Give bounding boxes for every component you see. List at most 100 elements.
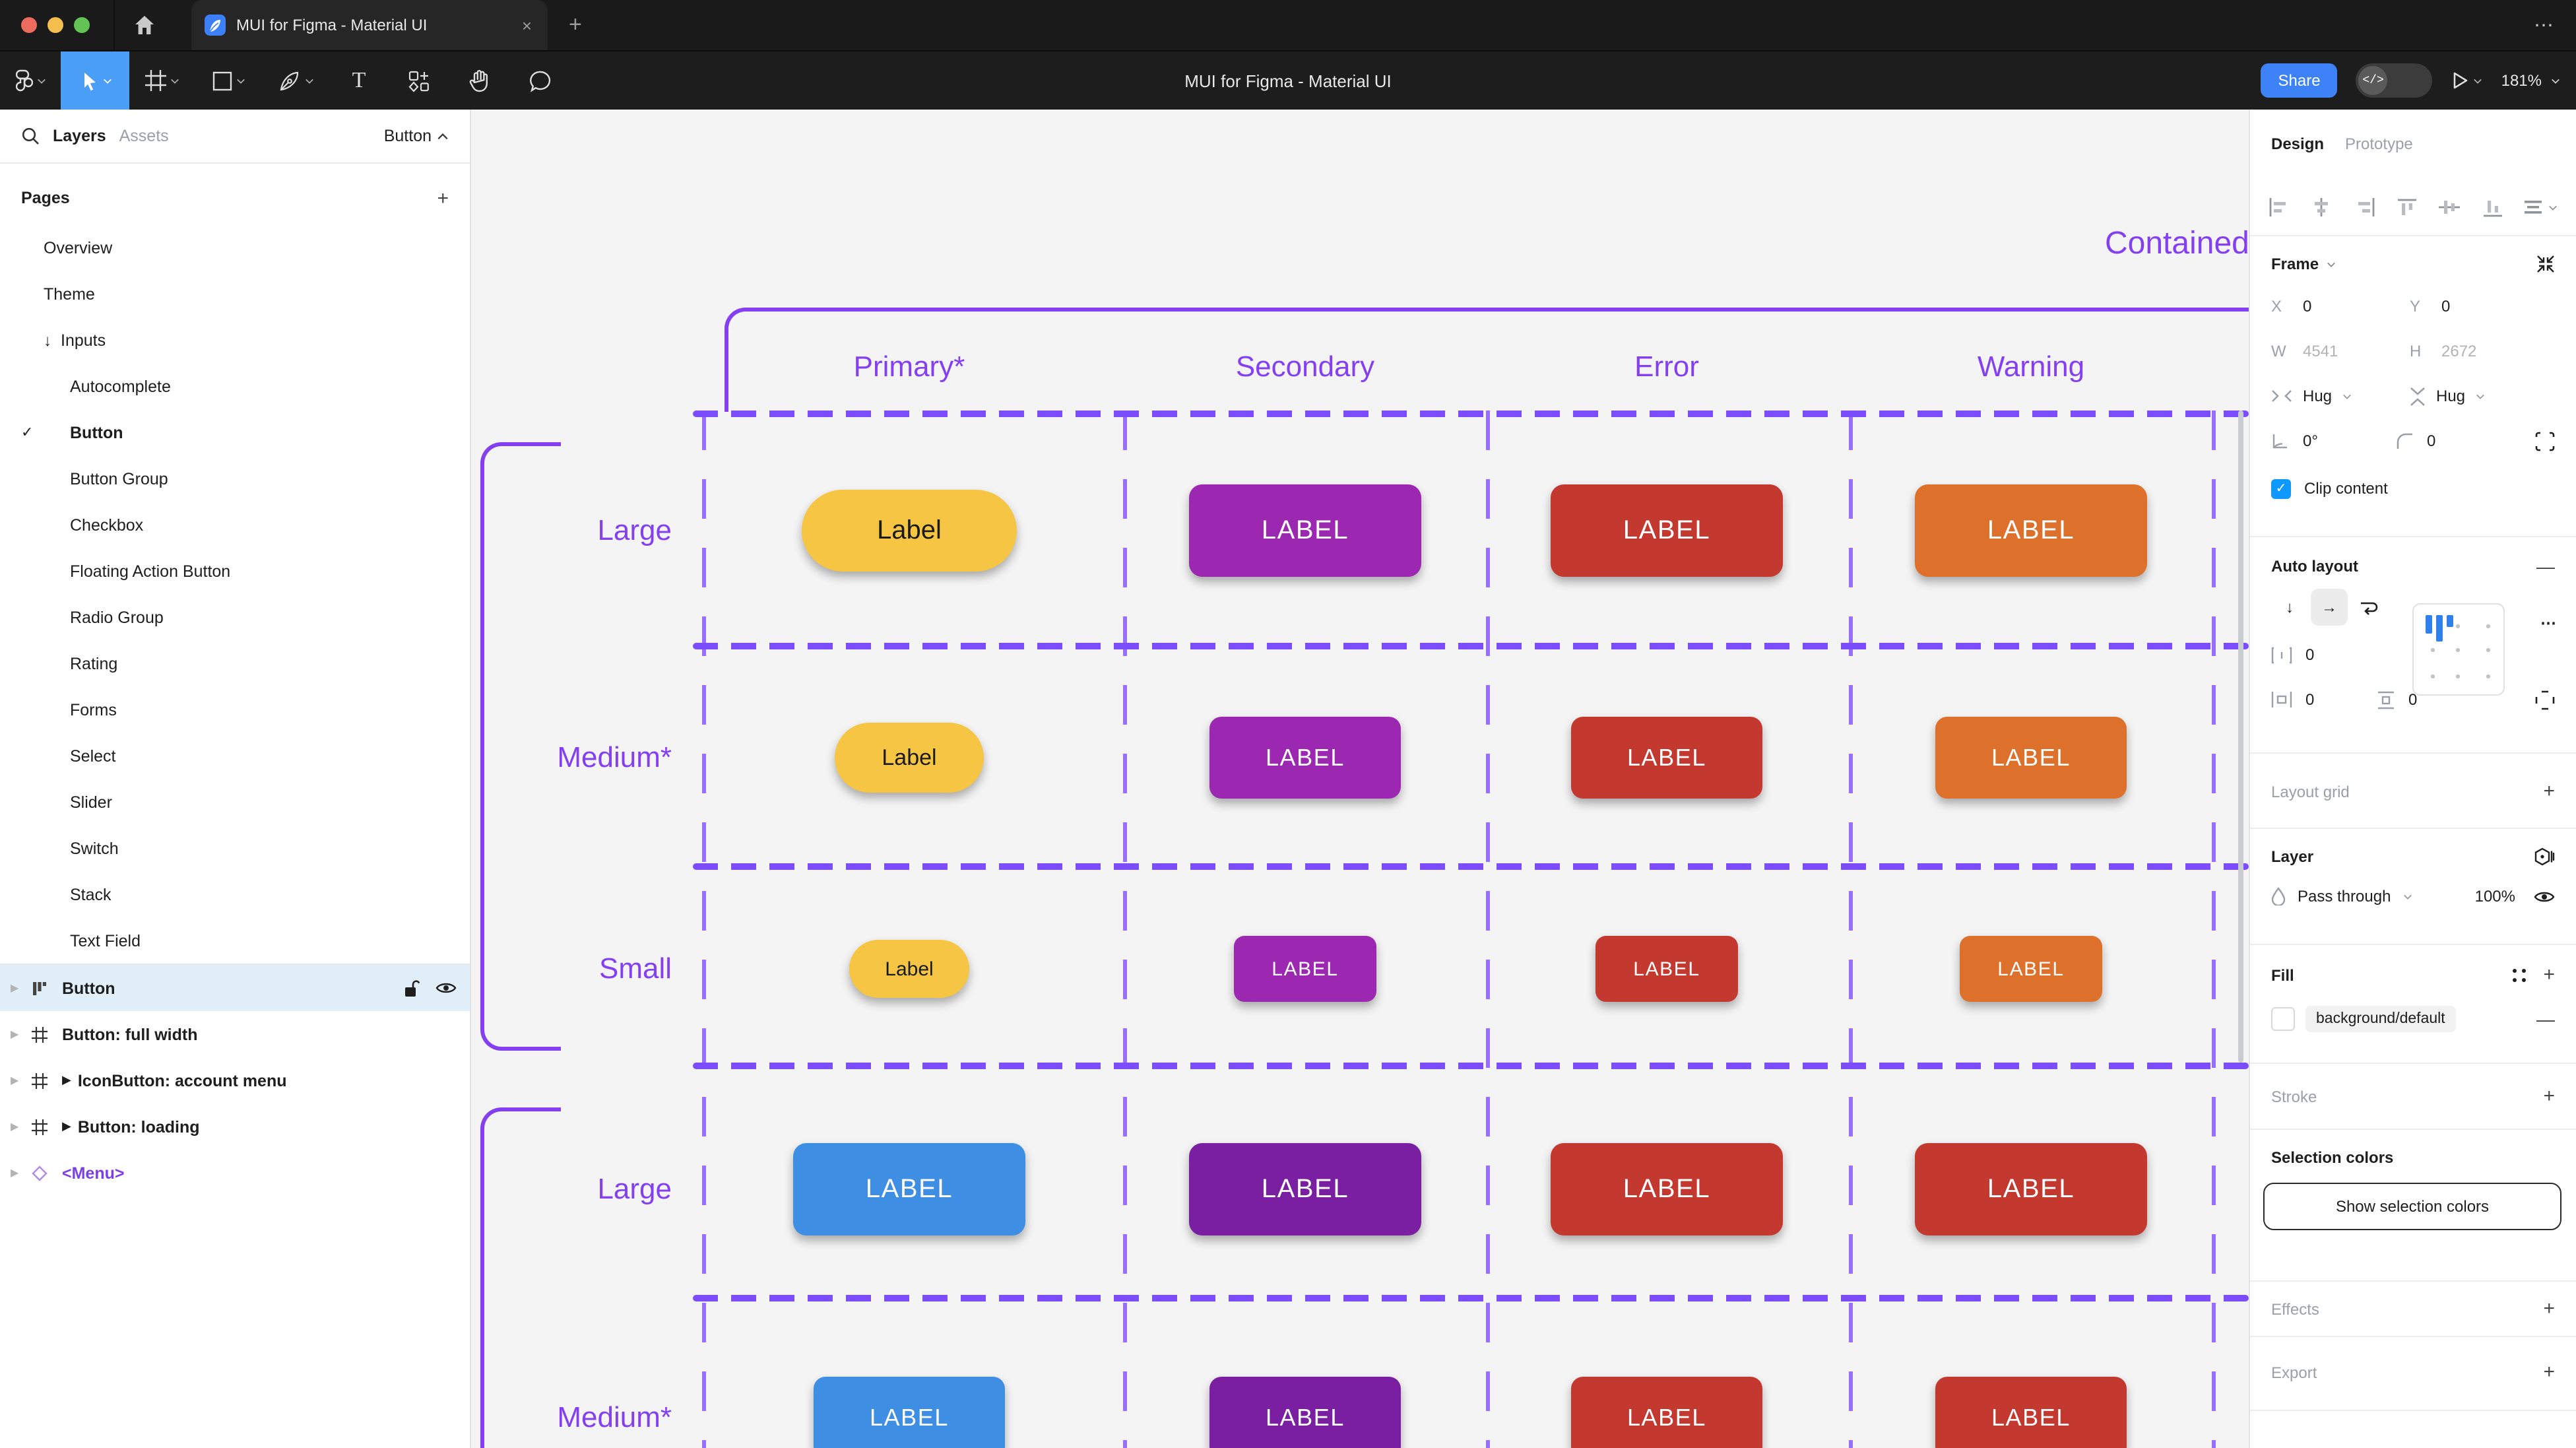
button-warning-large[interactable]: LABEL [1915,484,2147,577]
button-secondary-medium[interactable]: LABEL [1209,717,1401,799]
fill-color-swatch[interactable] [2271,1007,2295,1031]
align-top-icon[interactable] [2397,197,2418,217]
button-error-medium[interactable]: LABEL [1571,717,1762,799]
frame-section-title[interactable]: Frame [2271,255,2319,273]
page-item-checkbox[interactable]: Checkbox [70,515,144,534]
close-window-button[interactable] [21,17,37,33]
page-item-slider[interactable]: Slider [70,793,112,811]
page-item-switch[interactable]: Switch [70,839,119,857]
add-stroke-icon[interactable]: + [2543,1085,2555,1107]
expand-chevron-icon[interactable]: ▶ [11,1074,19,1086]
blend-mode-icon[interactable] [2534,847,2555,866]
button-primary-small[interactable]: Label [849,940,969,998]
layer-row-button-full-width[interactable]: ▶ Button: full width [11,1025,198,1043]
page-item-stack[interactable]: Stack [70,885,112,904]
tab-assets[interactable]: Assets [119,127,169,145]
y-value[interactable]: 0 [2441,297,2451,315]
page-item-text-field[interactable]: Text Field [70,931,141,950]
search-icon[interactable] [21,127,40,145]
layer-row-button-loading[interactable]: ▶ ▶ Button: loading [11,1117,200,1136]
expand-chevron-icon[interactable]: ▶ [11,1167,19,1179]
tab-prototype[interactable]: Prototype [2345,135,2413,153]
collapse-icon[interactable] [2536,255,2555,273]
styles-icon[interactable] [2511,967,2527,983]
share-button[interactable]: Share [2261,63,2338,98]
eye-icon[interactable] [435,981,457,995]
page-item-forms[interactable]: Forms [70,700,117,719]
shape-tool-button[interactable] [195,51,261,110]
rotation-value[interactable]: 0° [2303,432,2318,450]
eye-icon[interactable] [2534,889,2555,904]
layout-vertical-button[interactable]: ↓ [2286,598,2294,616]
unlock-icon[interactable] [402,979,420,997]
resources-tool-button[interactable] [388,51,449,110]
present-button[interactable] [2451,51,2483,110]
button-secondary-small[interactable]: LABEL [1234,936,1376,1002]
expand-chevron-icon[interactable]: ▶ [11,1121,19,1133]
add-layout-grid-icon[interactable]: + [2543,780,2555,803]
add-page-icon[interactable]: + [437,187,449,209]
expand-chevron-icon[interactable]: ▶ [11,982,19,994]
button-error-large-default[interactable]: LABEL [1551,1143,1783,1235]
button-warning-medium[interactable]: LABEL [1935,717,2127,799]
page-item-radio-group[interactable]: Radio Group [70,608,164,626]
comment-tool-button[interactable] [509,51,570,110]
blend-mode-dropdown[interactable]: Pass through [2298,887,2412,905]
canvas-scrollbar[interactable] [2238,411,2243,1063]
frame-name-label[interactable]: Contained [2105,226,2249,261]
align-left-icon[interactable] [2269,198,2290,216]
new-tab-button[interactable]: + [569,12,582,37]
corner-radius-value[interactable]: 0 [2427,432,2436,450]
file-tab[interactable]: MUI for Figma - Material UI × [191,0,548,50]
gap-value[interactable]: 0 [2305,645,2315,664]
button-primary-large-default[interactable]: LABEL [793,1143,1025,1235]
add-export-icon[interactable]: + [2543,1361,2555,1383]
alignment-widget[interactable] [2412,603,2505,696]
add-effect-icon[interactable]: + [2543,1298,2555,1320]
layer-opacity-value[interactable]: 100% [2474,887,2515,905]
page-item-overview[interactable]: Overview [44,238,113,257]
zoom-level-control[interactable]: 181% [2501,71,2560,90]
fill-token-chip[interactable]: background/default [2305,1006,2456,1032]
page-item-theme[interactable]: Theme [44,284,95,303]
horizontal-padding-value[interactable]: 0 [2305,690,2315,709]
layer-row-button[interactable]: ▶ Button [0,965,470,1011]
frame-tool-button[interactable] [129,51,195,110]
independent-padding-icon[interactable] [2535,690,2555,709]
hand-tool-button[interactable] [449,51,509,110]
remove-fill-icon[interactable]: — [2536,1008,2555,1030]
tab-layers[interactable]: Layers [53,127,106,145]
layout-wrap-button[interactable] [2350,589,2387,626]
page-item-rating[interactable]: Rating [70,654,118,673]
canvas[interactable]: Contained Primary* Secondary Error Warni… [471,110,2249,1448]
button-warning-small[interactable]: LABEL [1960,936,2102,1002]
show-selection-colors-button[interactable]: Show selection colors [2263,1183,2561,1230]
minimize-window-button[interactable] [48,17,63,33]
expand-chevron-icon[interactable]: ▶ [11,1028,19,1040]
page-item-inputs[interactable]: ↓Inputs [44,331,106,349]
distribute-menu-button[interactable] [2524,199,2558,215]
clip-content-checkbox[interactable]: ✓ [2271,478,2291,498]
page-item-select[interactable]: Select [70,746,116,765]
independent-corners-icon[interactable] [2535,431,2555,451]
button-error-small[interactable]: LABEL [1595,936,1738,1002]
layer-row-iconbutton-account-menu[interactable]: ▶ ▶ IconButton: account menu [11,1071,287,1090]
align-right-icon[interactable] [2354,198,2375,216]
tab-design[interactable]: Design [2271,135,2325,153]
page-item-autocomplete[interactable]: Autocomplete [70,377,171,395]
dev-mode-toggle[interactable]: </> [2356,63,2433,98]
button-warning-large-default[interactable]: LABEL [1915,1143,2147,1235]
auto-layout-more-icon[interactable]: ⋯ [2540,614,2558,632]
button-secondary-large-default[interactable]: LABEL [1189,1143,1421,1235]
button-warning-medium-default[interactable]: LABEL [1935,1377,2127,1448]
text-tool-button[interactable]: T [352,67,366,92]
pen-tool-button[interactable] [261,51,330,110]
width-value[interactable]: 4541 [2303,342,2338,360]
button-primary-large[interactable]: Label [802,490,1017,572]
page-item-button[interactable]: ✓Button [21,423,123,442]
chevron-down-icon[interactable] [2327,259,2336,269]
remove-auto-layout-icon[interactable]: — [2536,556,2555,577]
vertical-padding-value[interactable]: 0 [2408,690,2418,709]
height-value[interactable]: 2672 [2441,342,2477,360]
home-tab-button[interactable] [113,0,173,50]
